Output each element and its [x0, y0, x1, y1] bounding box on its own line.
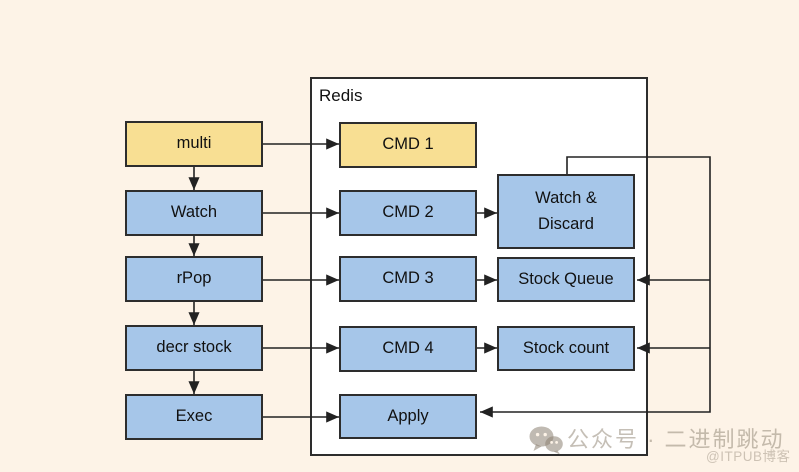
node-apply-label: Apply — [387, 406, 429, 425]
node-cmd-2: CMD 2 — [339, 190, 477, 236]
node-exec-label: Exec — [175, 407, 213, 426]
node-cmd-4: CMD 4 — [339, 326, 477, 372]
node-rpop-label: rPop — [176, 269, 212, 288]
node-stock-queue-label: Stock Queue — [518, 269, 614, 288]
node-watch-discard: Watch & Discard — [497, 174, 635, 249]
node-cmd-2-label: CMD 2 — [382, 203, 434, 222]
watermark-subtext: @ITPUB博客 — [706, 449, 791, 464]
return-line-watch-discard-to-apply — [480, 156, 711, 418]
node-cmd-1: CMD 1 — [339, 122, 477, 168]
node-watch-discard-label: Watch & Discard — [535, 188, 597, 233]
redis-container-label: Redis — [319, 86, 363, 105]
node-watch-label: Watch — [170, 203, 218, 222]
node-cmd-3: CMD 3 — [339, 256, 477, 302]
node-decr-stock: decr stock — [125, 325, 263, 371]
node-stock-count: Stock count — [497, 326, 635, 371]
node-watch: Watch — [125, 190, 263, 236]
node-stock-count-label: Stock count — [522, 338, 610, 357]
node-rpop: rPop — [125, 256, 263, 302]
node-multi-label: multi — [176, 134, 212, 153]
node-exec: Exec — [125, 394, 263, 440]
node-decr-stock-label: decr stock — [156, 338, 232, 357]
node-stock-queue: Stock Queue — [497, 257, 635, 302]
node-cmd-3-label: CMD 3 — [382, 269, 434, 288]
node-cmd-4-label: CMD 4 — [382, 339, 434, 358]
node-apply: Apply — [339, 394, 477, 439]
wechat-icon — [529, 426, 563, 455]
watermark-text: 公众号 · 二进制跳动 — [567, 427, 785, 452]
node-multi: multi — [125, 121, 263, 167]
node-cmd-1-label: CMD 1 — [382, 135, 434, 154]
